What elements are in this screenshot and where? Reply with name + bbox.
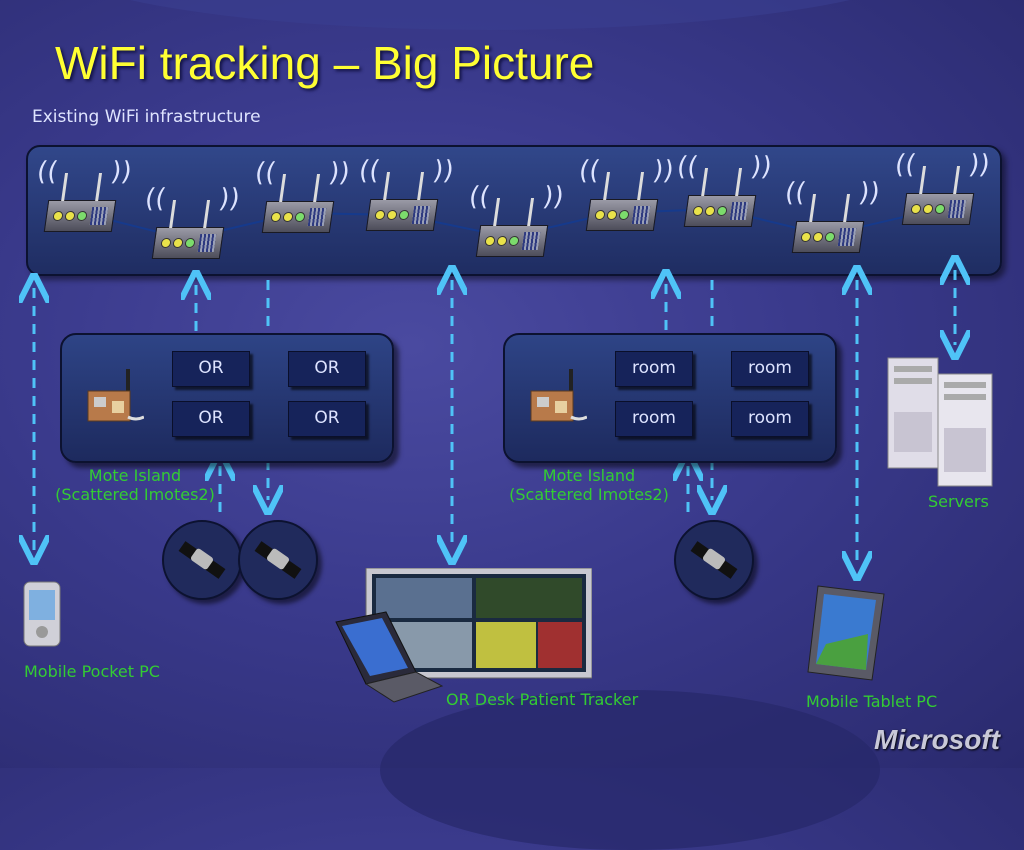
- wifi-router: (()): [467, 182, 566, 257]
- room-box: OR: [172, 351, 250, 387]
- room-box: room: [615, 401, 693, 437]
- pocket-pc-icon: [23, 581, 61, 647]
- wifi-router: (()): [143, 184, 242, 259]
- tablet-pc-icon: [807, 585, 885, 681]
- wifi-infrastructure-panel: (()) (()) (()) (()) (()) (()) (()) (()): [26, 145, 1002, 276]
- wifi-router: (()): [35, 157, 134, 232]
- microsoft-logo: Microsoft: [874, 724, 1000, 755]
- room-box: OR: [288, 351, 366, 387]
- mote-island-label-line2: (Scattered Imotes2): [509, 485, 669, 504]
- mote-device-icon: [87, 369, 144, 422]
- room-box: OR: [288, 401, 366, 437]
- pocket-pc-label: Mobile Pocket PC: [24, 662, 160, 681]
- wifi-router: (()): [577, 156, 676, 231]
- mote-device-icon: [530, 369, 587, 422]
- mote-island-label: Mote Island (Scattered Imotes2): [494, 466, 684, 504]
- page-title: WiFi tracking – Big Picture: [55, 37, 595, 89]
- mote-island-label: Mote Island (Scattered Imotes2): [40, 466, 230, 504]
- mote-island-panel: OR OR OR OR: [60, 333, 394, 463]
- servers-label: Servers: [928, 492, 989, 511]
- room-box: OR: [172, 401, 250, 437]
- wrist-tag-icon: [674, 520, 754, 600]
- desk-tracker-icon: [335, 568, 592, 703]
- mote-island-label-line1: Mote Island: [542, 466, 636, 485]
- wifi-router: (()): [893, 150, 992, 225]
- room-box: room: [731, 401, 809, 437]
- room-box: room: [731, 351, 809, 387]
- wrist-tag-icon: [238, 520, 318, 600]
- wifi-router: (()): [357, 156, 456, 231]
- wifi-router: (()): [253, 158, 352, 233]
- tablet-pc-label: Mobile Tablet PC: [806, 692, 938, 711]
- wrist-tag-icon: [162, 520, 242, 600]
- mote-island-label-line1: Mote Island: [88, 466, 182, 485]
- desk-tracker-label: OR Desk Patient Tracker: [446, 690, 639, 709]
- wifi-router: (()): [783, 178, 882, 253]
- wifi-router: (()): [675, 152, 774, 227]
- mote-island-panel: room room room room: [503, 333, 837, 463]
- background-arc: [40, 0, 940, 30]
- subtitle: Existing WiFi infrastructure: [32, 107, 261, 127]
- room-box: room: [615, 351, 693, 387]
- servers-icon: [887, 357, 993, 487]
- mote-island-label-line2: (Scattered Imotes2): [55, 485, 215, 504]
